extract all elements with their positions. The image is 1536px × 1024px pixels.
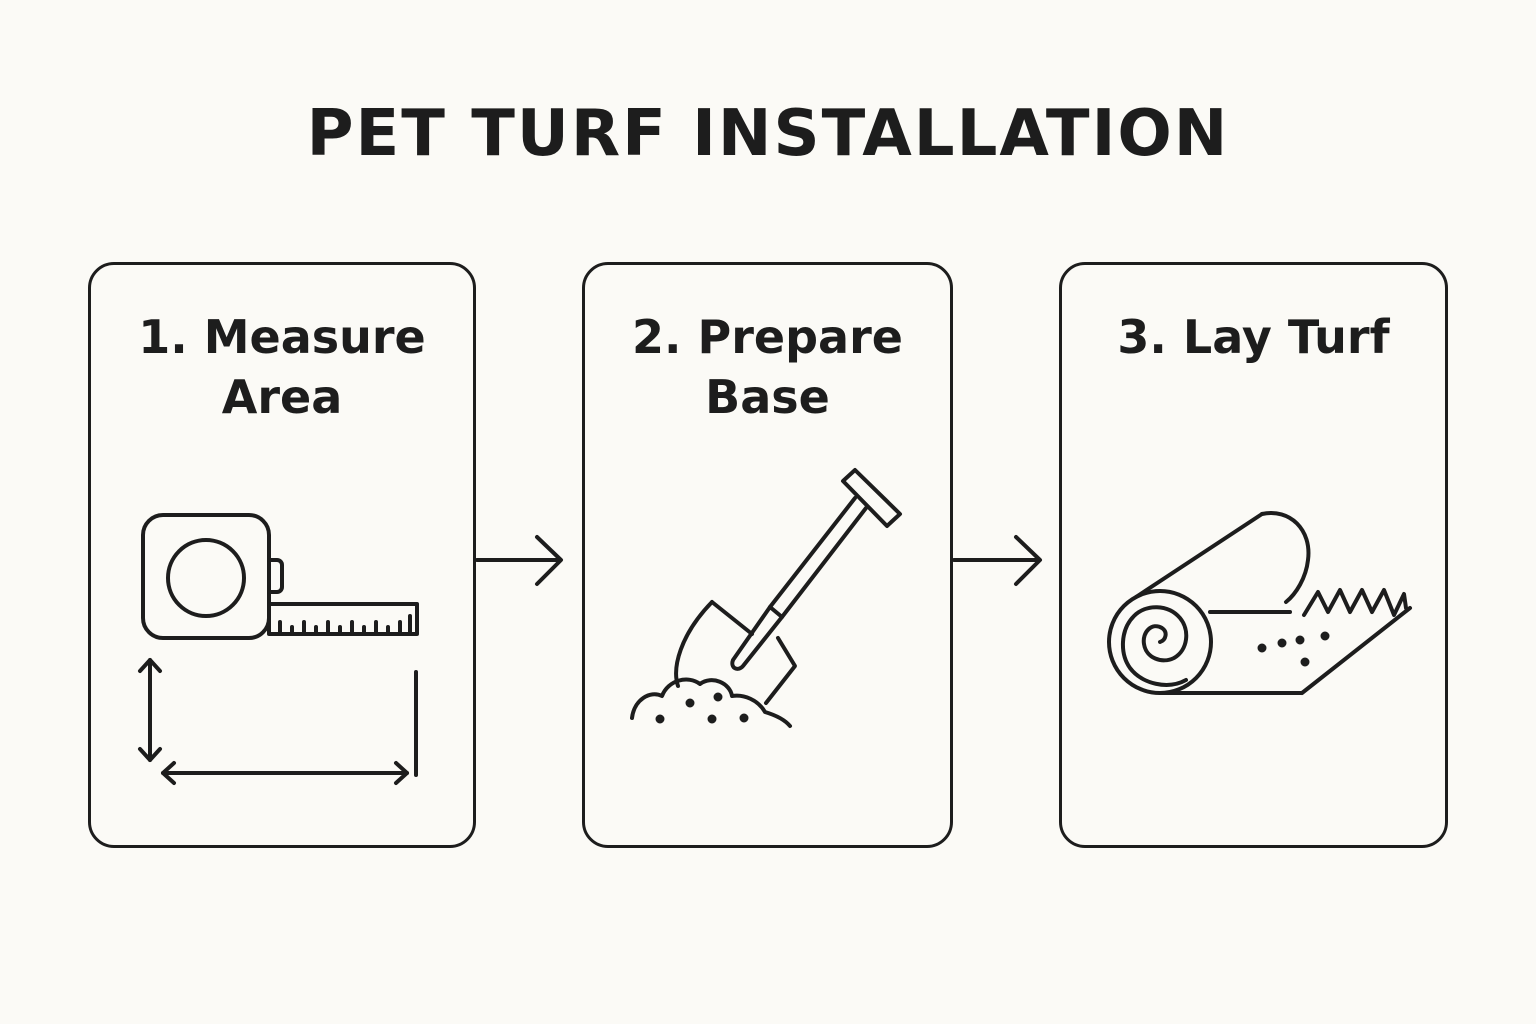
step-title-prepare: 2. Prepare Base bbox=[632, 310, 903, 424]
arrow-right-icon bbox=[952, 535, 1042, 586]
step-title-lay: 3. Lay Turf bbox=[1117, 310, 1390, 364]
step-card-measure: 1. Measure Area bbox=[88, 262, 476, 848]
step-card-prepare: 2. Prepare Base bbox=[582, 262, 953, 848]
arrow-right-icon bbox=[475, 535, 563, 586]
step-card-lay: 3. Lay Turf bbox=[1059, 262, 1448, 848]
step-title-measure: 1. Measure Area bbox=[138, 310, 426, 424]
page-title: PET TURF INSTALLATION bbox=[306, 97, 1230, 171]
